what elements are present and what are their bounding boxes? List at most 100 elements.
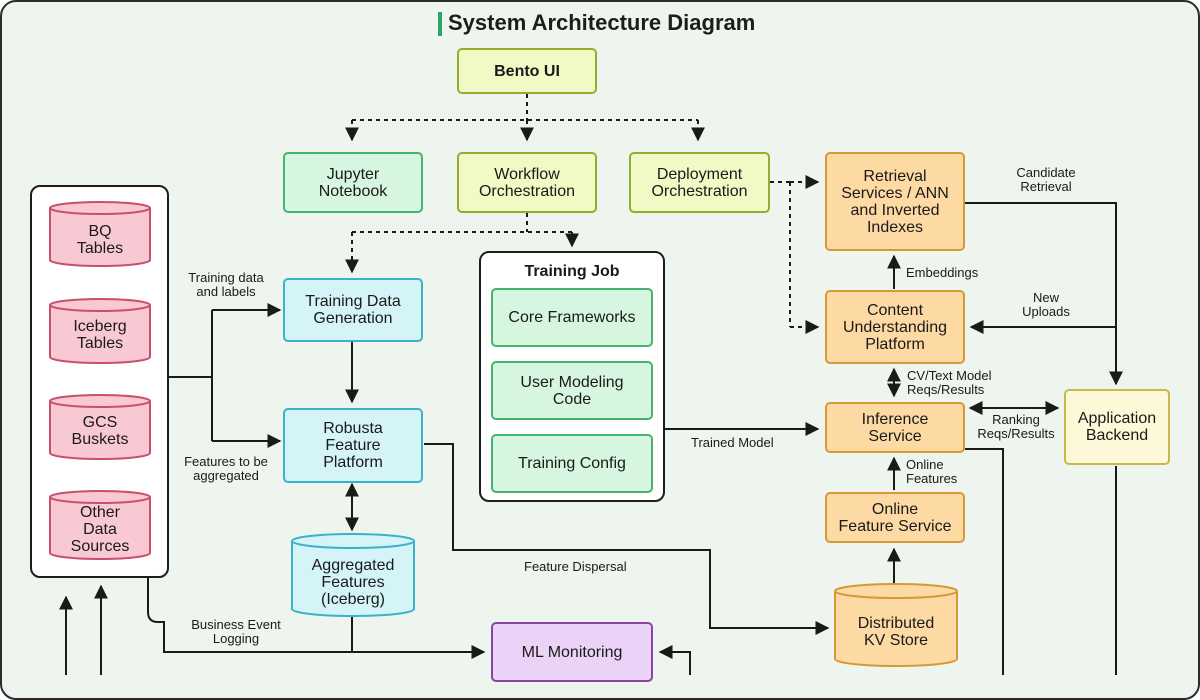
bento-ui-box: Bento UI [457,48,597,94]
inference-label-line2: Service [868,427,922,445]
aggregated-features-cylinder: Aggregated Features (Iceberg) [290,533,416,617]
edge-to-monitoring-right [658,645,691,675]
retrieval-label-line1: Retrieval [863,167,927,185]
application-backend-box: Application Backend [1064,389,1170,465]
edge-label-ranking-line1: Ranking [992,412,1040,427]
edge-inference-out [965,448,1004,675]
inference-label-line1: Inference [861,410,929,428]
iceberg-tables-cylinder: Iceberg Tables [48,298,152,364]
core-frameworks-label: Core Frameworks [508,309,636,326]
edge-label-new-uploads-line1: New [1032,290,1059,305]
training-config-box: Training Config [491,434,653,493]
other-label-line3: Sources [70,538,130,555]
training-data-label-line1: Training Data [305,293,401,310]
edge-feature-dispersal [424,443,830,635]
edge-label-cv-text: CV/Text Model Reqs/Results [907,369,992,397]
gcs-label-line2: Buskets [71,431,129,448]
edge-label-business-line2: Logging [212,631,260,646]
iceberg-label-line2: Tables [76,335,124,352]
aggregated-label-line1: Aggregated [311,557,395,574]
aggregated-label-line3: (Iceberg) [320,591,386,608]
other-label-line2: Data [83,521,117,538]
gcs-label-line1: GCS [82,414,118,431]
bento-ui-label: Bento UI [494,62,560,80]
online-feature-label-line2: Feature Service [838,517,952,535]
other-data-sources-cylinder: Other Data Sources [48,490,152,560]
edge-label-business-logging: Business Event Logging [176,618,296,646]
edge-label-online-features-line2: Features [906,471,958,486]
bq-label-line2: Tables [76,240,124,257]
edge-label-features-line1: Features to be [184,454,268,469]
deployment-label-line2: Orchestration [651,182,748,200]
edge-label-training-data-line2: and labels [196,284,256,299]
retrieval-label-line4: Indexes [866,218,924,236]
jupyter-label-line1: Jupyter [326,165,380,183]
edge-label-embeddings: Embeddings [906,265,979,280]
edge-label-new-uploads-line2: Uploads [1022,304,1070,319]
edge-label-candidate-line2: Retrieval [1020,179,1072,194]
gcs-buckets-cylinder: GCS Buskets [48,394,152,460]
retrieval-label-line2: Services / ANN [841,184,949,202]
edge-label-cv-text-line1: CV/Text Model [907,368,992,383]
workflow-label-line2: Orchestration [478,182,576,200]
app-backend-label-line1: Application [1077,410,1157,427]
content-understanding-box: Content Understanding Platform [825,290,965,364]
edge-candidate-retrieval [965,202,1123,386]
edge-label-training-data-line1: Training data [188,270,264,285]
online-feature-label-line1: Online [871,500,919,518]
other-label-line1: Other [79,504,120,521]
training-data-generation-box: Training Data Generation [283,278,423,342]
retrieval-label-line3: and Inverted [850,201,940,219]
training-job-title: Training Job [524,263,620,280]
edge-label-online-features-line1: Online [906,457,944,472]
robusta-label-line3: Platform [323,454,383,471]
bq-tables-cylinder: BQ Tables [48,201,152,267]
robusta-label-line1: Robusta [323,420,383,437]
training-config-label: Training Config [518,455,626,472]
robusta-label-line2: Feature [325,437,381,454]
edge-label-feature-dispersal: Feature Dispersal [524,559,627,574]
edge-label-features-line2: aggregated [193,468,259,483]
deployment-label-line1: Deployment [656,165,743,183]
edge-business-logging [147,577,486,659]
content-label-line3: Platform [865,335,925,353]
kv-label-line2: KV Store [863,632,929,649]
training-job-container: Training Job Core Frameworks User Modeli… [479,251,665,502]
edge-label-candidate-retrieval: Candidate Retrieval [996,166,1096,194]
content-label-line1: Content [866,301,924,319]
workflow-label-line1: Workflow [494,165,560,183]
edge-label-online-features: Online Features [906,458,957,486]
deployment-orchestration-box: Deployment Orchestration [629,152,770,213]
distributed-kv-store-cylinder: Distributed KV Store [833,583,959,667]
user-modeling-label-line1: User Modeling [520,373,624,391]
edge-label-cv-text-line2: Reqs/Results [907,382,985,397]
kv-label-line1: Distributed [857,615,935,632]
robusta-feature-platform-box: Robusta Feature Platform [283,408,423,483]
workflow-orchestration-box: Workflow Orchestration [457,152,597,213]
retrieval-services-box: Retrieval Services / ANN and Inverted In… [825,152,965,251]
edge-label-ranking: Ranking Reqs/Results [968,413,1064,441]
title-accent-bar [438,12,442,36]
app-backend-label-line2: Backend [1085,427,1149,444]
user-modeling-code-box: User Modeling Code [491,361,653,420]
aggregated-label-line2: Features [321,574,385,591]
content-label-line2: Understanding [842,318,948,336]
user-modeling-label-line2: Code [552,390,592,408]
jupyter-notebook-box: Jupyter Notebook [283,152,423,213]
edge-label-new-uploads: New Uploads [1006,291,1086,319]
edge-label-trained-model: Trained Model [691,435,774,450]
training-data-label-line2: Generation [313,310,393,327]
jupyter-label-line2: Notebook [318,182,388,200]
diagram-title: System Architecture Diagram [448,10,756,35]
inference-service-box: Inference Service [825,402,965,453]
bq-label-line1: BQ [88,223,112,240]
iceberg-label-line1: Iceberg [73,318,127,335]
edges-layer [59,94,1123,675]
edge-label-ranking-line2: Reqs/Results [977,426,1055,441]
core-frameworks-box: Core Frameworks [491,288,653,347]
ml-monitoring-box: ML Monitoring [491,622,653,682]
edge-label-candidate-line1: Candidate [1016,165,1076,180]
online-feature-service-box: Online Feature Service [825,492,965,543]
edge-label-business-line1: Business Event [191,617,281,632]
